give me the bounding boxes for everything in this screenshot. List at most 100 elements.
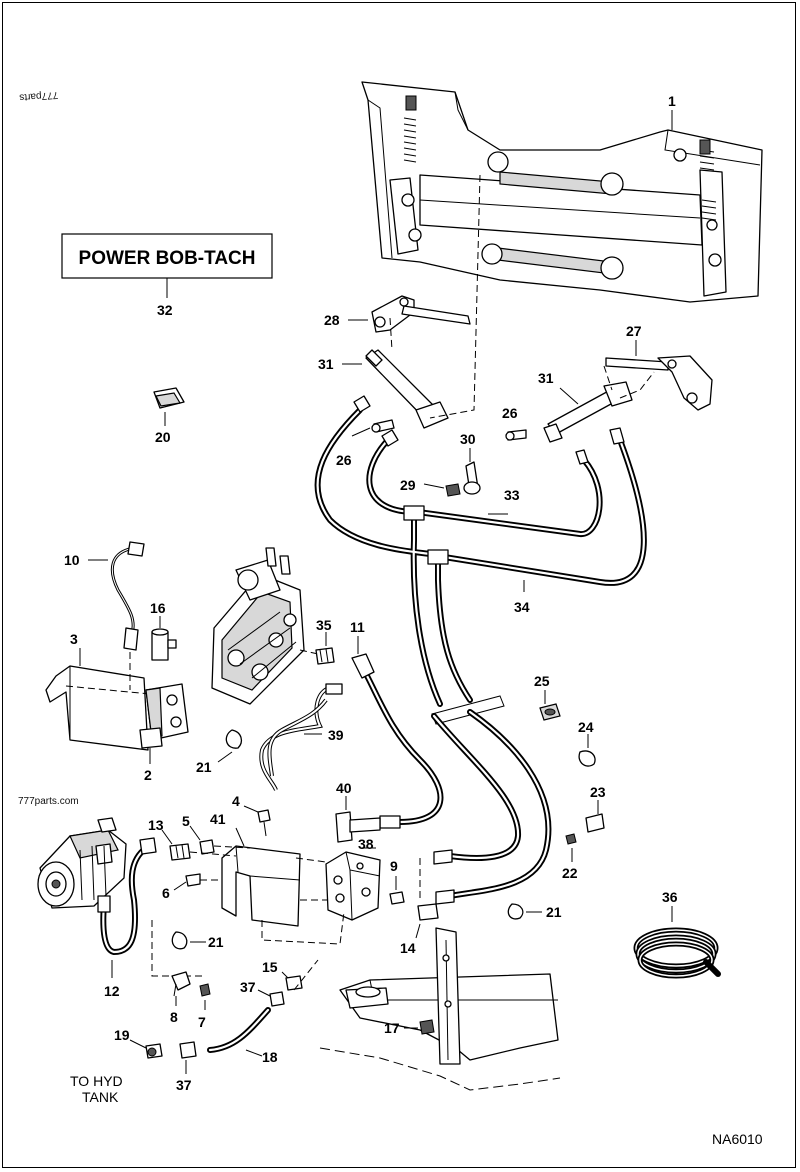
nut-7 bbox=[199, 983, 211, 997]
callout-18: 18 bbox=[262, 1049, 278, 1065]
callout-37-upper: 37 bbox=[240, 979, 256, 995]
callout-13: 13 bbox=[148, 817, 164, 833]
tubing-coil-36 bbox=[633, 927, 721, 979]
callout-29: 29 bbox=[400, 477, 416, 493]
callout-35: 35 bbox=[316, 617, 332, 633]
harness-10 bbox=[110, 541, 145, 651]
fitting-37-upper bbox=[269, 991, 285, 1007]
lever-27 bbox=[605, 355, 713, 411]
bolt-5 bbox=[199, 839, 215, 855]
callout-2: 2 bbox=[144, 767, 152, 783]
tube-39 bbox=[259, 683, 343, 791]
callout-21-right: 21 bbox=[546, 904, 562, 920]
cylinder-left bbox=[365, 349, 449, 429]
cylinder-right bbox=[543, 381, 633, 443]
bracket-41 bbox=[221, 845, 301, 927]
main-control-valve bbox=[211, 547, 305, 705]
bob-tach-frame bbox=[361, 81, 763, 303]
watermark-top: 777parts bbox=[19, 89, 59, 103]
callout-31-left: 31 bbox=[318, 356, 334, 372]
hose-assembly-33-34 bbox=[314, 395, 647, 725]
clamp-21-lower bbox=[171, 931, 188, 950]
valve-block-38 bbox=[325, 851, 381, 921]
callout-24: 24 bbox=[578, 719, 594, 735]
callout-34: 34 bbox=[514, 599, 530, 615]
pin-26-left bbox=[371, 419, 395, 433]
sensor-16 bbox=[151, 628, 177, 661]
clamp-25 bbox=[539, 703, 561, 721]
hose-12 bbox=[97, 837, 157, 955]
callout-21-lower: 21 bbox=[208, 934, 224, 950]
pin-26-right bbox=[505, 429, 527, 441]
callout-27: 27 bbox=[626, 323, 642, 339]
figure-code: NA6010 bbox=[712, 1131, 763, 1147]
callout-37-lower: 37 bbox=[176, 1077, 192, 1093]
bracket-23 bbox=[585, 813, 605, 833]
callout-23: 23 bbox=[590, 784, 606, 800]
callout-25: 25 bbox=[534, 673, 550, 689]
watermark-side: 777parts.com bbox=[18, 796, 79, 807]
callout-41: 41 bbox=[210, 811, 226, 827]
switch-part bbox=[153, 387, 185, 409]
elbow-37-lower bbox=[179, 1041, 197, 1059]
elbow-14 bbox=[417, 903, 439, 921]
callout-22: 22 bbox=[562, 865, 578, 881]
callout-6: 6 bbox=[162, 885, 170, 901]
to-tank-line2: TANK bbox=[82, 1089, 119, 1105]
nut-17 bbox=[419, 1019, 435, 1035]
fitting-15 bbox=[285, 975, 303, 991]
callout-19: 19 bbox=[114, 1027, 130, 1043]
callout-31-right: 31 bbox=[538, 370, 554, 386]
callout-16: 16 bbox=[150, 600, 166, 616]
callout-28: 28 bbox=[324, 312, 340, 328]
fitting-19 bbox=[145, 1043, 163, 1059]
callout-11: 11 bbox=[350, 619, 365, 635]
callout-26-left: 26 bbox=[336, 452, 352, 468]
fitting-35 bbox=[315, 647, 335, 665]
callout-20: 20 bbox=[155, 429, 171, 445]
solenoid-valve-2 bbox=[139, 683, 189, 749]
clamp-24 bbox=[578, 750, 596, 767]
clamp-30 bbox=[463, 461, 481, 495]
callout-7: 7 bbox=[198, 1014, 206, 1030]
callout-1: 1 bbox=[668, 93, 676, 109]
nut-29 bbox=[445, 483, 461, 497]
bolt-6 bbox=[185, 873, 201, 887]
fitting-13 bbox=[169, 843, 191, 861]
callout-30: 30 bbox=[460, 431, 476, 447]
hydraulic-motor bbox=[37, 817, 127, 909]
callout-4: 4 bbox=[232, 793, 240, 809]
callout-14: 14 bbox=[400, 940, 416, 956]
mounting-frame bbox=[319, 927, 561, 1091]
callout-17: 17 bbox=[384, 1020, 400, 1036]
callout-12: 12 bbox=[104, 983, 120, 999]
cover-3 bbox=[45, 665, 149, 751]
callout-32: 32 bbox=[157, 302, 173, 318]
elbow-40 bbox=[335, 811, 381, 843]
callout-5: 5 bbox=[182, 813, 190, 829]
decal-text: POWER BOB-TACH bbox=[79, 248, 256, 269]
hose-lower-long bbox=[361, 667, 552, 905]
callout-39: 39 bbox=[328, 727, 344, 743]
callout-3: 3 bbox=[70, 631, 78, 647]
lever-28 bbox=[371, 295, 471, 333]
callout-15: 15 bbox=[262, 959, 278, 975]
to-tank-line1: TO HYD bbox=[70, 1073, 123, 1089]
callout-9: 9 bbox=[390, 858, 398, 874]
hose-18 bbox=[207, 1007, 271, 1053]
callout-26-right: 26 bbox=[502, 405, 518, 421]
callout-8: 8 bbox=[170, 1009, 178, 1025]
callout-21-upper: 21 bbox=[196, 759, 212, 775]
bracket-8 bbox=[171, 971, 191, 997]
callout-10: 10 bbox=[64, 552, 80, 568]
callout-36: 36 bbox=[662, 889, 678, 905]
callout-38: 38 bbox=[358, 836, 374, 852]
callout-33: 33 bbox=[504, 487, 520, 503]
bolt-22 bbox=[565, 833, 577, 845]
callout-40: 40 bbox=[336, 780, 352, 796]
clamp-21-right bbox=[507, 903, 524, 920]
fitting-11 bbox=[351, 653, 375, 679]
